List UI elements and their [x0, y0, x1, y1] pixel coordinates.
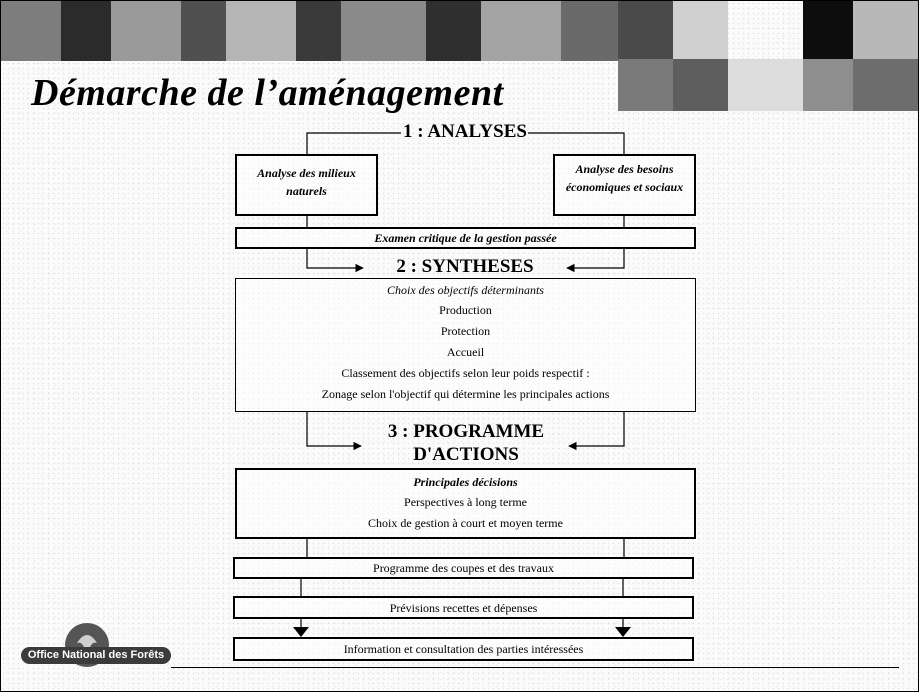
- past-management-review-box: Examen critique de la gestion passée: [235, 227, 696, 249]
- past-management-review-label: Examen critique de la gestion passée: [374, 231, 557, 245]
- cuts-and-works-programme-box: Programme des coupes et des travaux: [233, 557, 694, 579]
- onf-logo-label: Office National des Forêts: [21, 647, 171, 664]
- stakeholder-information-box: Information et consultation des parties …: [233, 637, 694, 661]
- zoning-line: Zonage selon l'objectif qui détermine le…: [321, 387, 610, 401]
- programme-heading-line2: D'ACTIONS: [413, 444, 519, 465]
- decorative-tiles: [598, 1, 918, 111]
- programme-heading: 3 : PROGRAMME D'ACTIONS: [363, 420, 569, 466]
- cuts-and-works-programme-label: Programme des coupes et des travaux: [373, 561, 554, 575]
- objective-accueil: Accueil: [446, 345, 485, 359]
- objectives-ranking: Classement des objectifs selon leur poid…: [341, 366, 590, 380]
- main-decisions-box: Principales décisions Perspectives à lon…: [235, 468, 696, 539]
- natural-environment-analysis-box: Analyse des milieux naturels: [235, 154, 378, 216]
- revenue-expense-forecast-box: Prévisions recettes et dépenses: [233, 596, 694, 619]
- stakeholder-information-label: Information et consultation des parties …: [343, 642, 584, 656]
- determining-objectives-box: Choix des objectifs déterminants Product…: [235, 278, 696, 412]
- revenue-expense-forecast-label: Prévisions recettes et dépenses: [389, 601, 538, 615]
- long-term-perspectives: Perspectives à long terme: [404, 495, 527, 509]
- determining-objectives-title: Choix des objectifs déterminants: [387, 283, 544, 297]
- slide-title: Démarche de l’aménagement: [31, 72, 504, 114]
- socioeconomic-needs-analysis-box: Analyse des besoins économiques et socia…: [553, 154, 696, 216]
- socioeconomic-needs-analysis-label: Analyse des besoins économiques et socia…: [565, 162, 684, 194]
- programme-heading-line1: 3 : PROGRAMME: [387, 421, 545, 442]
- objective-protection: Protection: [440, 324, 491, 338]
- analyses-heading: 1 : ANALYSES: [403, 121, 527, 142]
- short-medium-term-choices: Choix de gestion à court et moyen terme: [368, 516, 563, 530]
- syntheses-heading: 2 : SYNTHESES: [396, 256, 534, 277]
- footer-rule: [171, 667, 899, 668]
- main-decisions-title: Principales décisions: [413, 475, 518, 489]
- natural-environment-analysis-label: Analyse des milieux naturels: [257, 166, 356, 198]
- objective-production: Production: [439, 303, 492, 317]
- forest-photo-banner: [1, 1, 641, 61]
